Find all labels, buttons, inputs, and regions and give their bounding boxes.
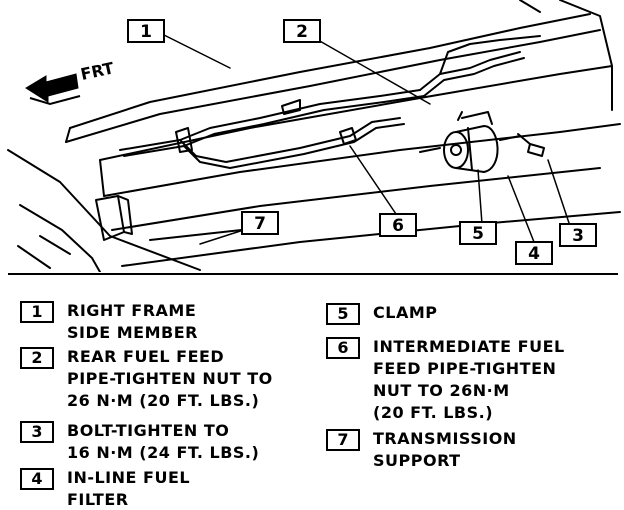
legend-item-6: 6 INTERMEDIATE FUEL FEED PIPE-TIGHTEN NU…: [326, 336, 565, 424]
callout-1: 1: [127, 19, 165, 43]
callout-1-number: 1: [140, 22, 152, 42]
callout-5-number: 5: [472, 224, 484, 244]
fuel-feed-pipe: [119, 35, 541, 169]
callout-6-number: 6: [392, 216, 404, 236]
legend-text-6: INTERMEDIATE FUEL FEED PIPE-TIGHTEN NUT …: [373, 337, 565, 422]
legend-item-1: 1 RIGHT FRAME SIDE MEMBER: [20, 300, 198, 344]
legend-text-5: CLAMP: [373, 303, 438, 322]
legend-item-7: 7 TRANSMISSION SUPPORT: [326, 428, 517, 472]
callout-6: 6: [379, 213, 417, 237]
callout-3-number: 3: [572, 226, 584, 246]
inline-fuel-filter: [419, 125, 521, 173]
legend-item-4: 4 IN-LINE FUEL FILTER: [20, 467, 190, 510]
callout-2-number: 2: [296, 22, 308, 42]
callout-7: 7: [241, 211, 279, 235]
callout-4: 4: [515, 241, 553, 265]
callout-7-number: 7: [254, 214, 266, 234]
callout-4-number: 4: [528, 244, 540, 264]
legend-number-2: 2: [20, 347, 54, 369]
legend-divider: [8, 273, 618, 275]
legend-number-1: 1: [20, 301, 54, 323]
fuel-line-illustration: FRT 1 2 3 4 5 6 7: [7, 0, 621, 272]
legend-number-3: 3: [20, 421, 54, 443]
bolt: [517, 133, 545, 157]
callout-5: 5: [459, 221, 497, 245]
legend-number-6: 6: [326, 337, 360, 359]
legend-number-5: 5: [326, 303, 360, 325]
legend-number-7: 7: [326, 429, 360, 451]
clamp: [457, 111, 493, 125]
legend-number-4: 4: [20, 468, 54, 490]
callout-2: 2: [283, 19, 321, 43]
legend-text-1: RIGHT FRAME SIDE MEMBER: [67, 301, 198, 342]
legend-item-3: 3 BOLT-TIGHTEN TO 16 N·m (24 FT. LBS.): [20, 420, 259, 464]
legend-text-2: REAR FUEL FEED PIPE-TIGHTEN NUT TO 26 N·…: [67, 347, 273, 410]
front-direction-arrow: FRT: [25, 58, 116, 106]
legend-text-3: BOLT-TIGHTEN TO 16 N·m (24 FT. LBS.): [67, 421, 260, 462]
legend-text-7: TRANSMISSION SUPPORT: [373, 429, 517, 470]
legend-item-2: 2 REAR FUEL FEED PIPE-TIGHTEN NUT TO 26 …: [20, 346, 273, 412]
callout-3: 3: [559, 223, 597, 247]
legend-item-5: 5 CLAMP: [326, 302, 437, 325]
frt-label: FRT: [79, 58, 116, 84]
legend-text-4: IN-LINE FUEL FILTER: [67, 468, 191, 509]
